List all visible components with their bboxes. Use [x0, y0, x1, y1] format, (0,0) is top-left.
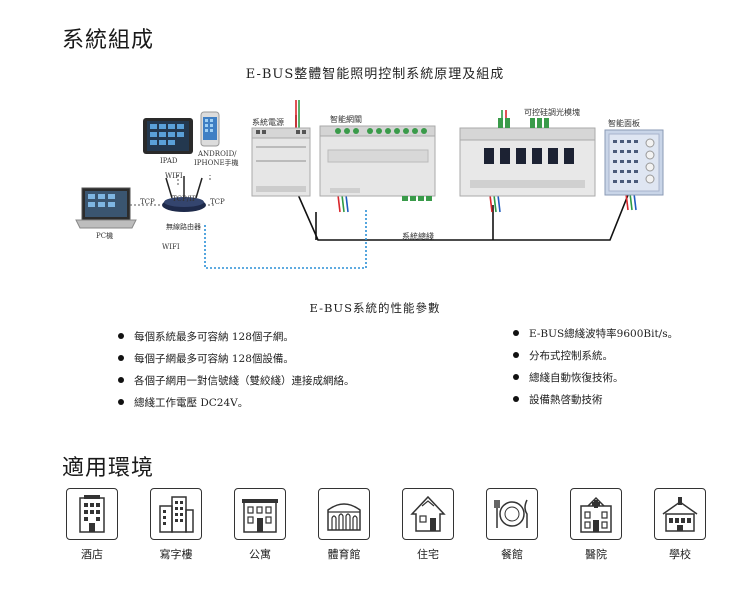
environment-item-restaurant: 餐館: [476, 488, 548, 562]
wifi-top-label: WIFI: [165, 172, 183, 180]
gateway-module: [319, 125, 436, 201]
network-link: [204, 208, 367, 269]
performance-item: E-BUS總綫波特率9600Bit/s。: [513, 322, 678, 344]
router-device: [162, 176, 206, 212]
phone-device: [200, 111, 220, 147]
hospital-icon: [570, 488, 622, 540]
office-building-icon: [150, 488, 202, 540]
power-label: 系統電源: [252, 118, 284, 127]
environment-item-hotel: 酒店: [56, 488, 128, 562]
environment-label: 醫院: [585, 548, 607, 561]
pc-label: PC機: [96, 232, 114, 240]
ipad-device: [143, 118, 193, 154]
smart-panel: [604, 129, 664, 196]
dimmer-label: 可控硅調光模塊: [524, 108, 580, 117]
performance-item: 每個子網最多可容納 128個設備。: [118, 347, 355, 369]
performance-left-list: 每個系統最多可容納 128個子網。 每個子網最多可容納 128個設備。 各個子網…: [118, 325, 355, 413]
gateway-label: 智能網關: [330, 115, 362, 124]
hotel-icon: [66, 488, 118, 540]
tcp-right-label: TCP: [210, 198, 225, 206]
performance-item: 每個系統最多可容納 128個子網。: [118, 325, 355, 347]
power-module: [251, 127, 311, 197]
pc-laptop: [75, 187, 137, 229]
stadium-icon: [318, 488, 370, 540]
environment-item-apartment: 公寓: [224, 488, 296, 562]
panel-label: 智能面板: [608, 119, 640, 128]
environment-label: 公寓: [249, 548, 271, 561]
phone-label-line1: ANDROID/: [198, 150, 237, 158]
environment-item-school: 學校: [644, 488, 716, 562]
performance-title: E-BUS系統的性能參數: [309, 301, 441, 315]
environment-label: 酒店: [81, 548, 103, 561]
environment-label: 餐館: [501, 548, 523, 561]
environment-label: 體育館: [327, 548, 361, 561]
phone-label-line2: IPHONE手機: [194, 159, 239, 167]
performance-item: 總綫自動恢復技術。: [513, 366, 678, 388]
residence-icon: [402, 488, 454, 540]
bus-line-label: 系統總綫: [402, 232, 434, 241]
router-label: 無線路由器: [166, 223, 201, 231]
apartment-icon: [234, 488, 286, 540]
system-composition-heading: 系統組成: [62, 28, 155, 53]
restaurant-icon: [486, 488, 538, 540]
tcp-left-label: TCP: [140, 198, 155, 206]
wifi-bottom-label: WIFI: [162, 243, 180, 251]
school-icon: [654, 488, 706, 540]
wiring-diagram: [75, 100, 664, 269]
environment-item-office: 寫字樓: [140, 488, 212, 562]
environment-label: 學校: [669, 548, 691, 561]
dimmer-module: [459, 118, 596, 197]
environment-label: 寫字樓: [159, 548, 193, 561]
ipad-label: IPAD: [160, 157, 178, 165]
environment-label: 住宅: [417, 548, 439, 561]
performance-item: 設備熱啓動技術: [513, 388, 678, 410]
environment-item-hospital: 醫院: [560, 488, 632, 562]
diagram-title: E-BUS整體智能照明控制系統原理及組成: [245, 67, 505, 82]
tcpip-label: TCP/IP: [172, 195, 197, 203]
environment-item-residence: 住宅: [392, 488, 464, 562]
performance-item: 分布式控制系統。: [513, 344, 678, 366]
performance-item: 各個子網用一對信號綫（雙絞綫）連接成網絡。: [118, 369, 355, 391]
performance-right-list: E-BUS總綫波特率9600Bit/s。 分布式控制系統。 總綫自動恢復技術。 …: [513, 322, 678, 410]
performance-item: 總綫工作電壓 DC24V。: [118, 391, 355, 413]
environment-item-stadium: 體育館: [308, 488, 380, 562]
environments-heading: 適用環境: [62, 456, 155, 481]
